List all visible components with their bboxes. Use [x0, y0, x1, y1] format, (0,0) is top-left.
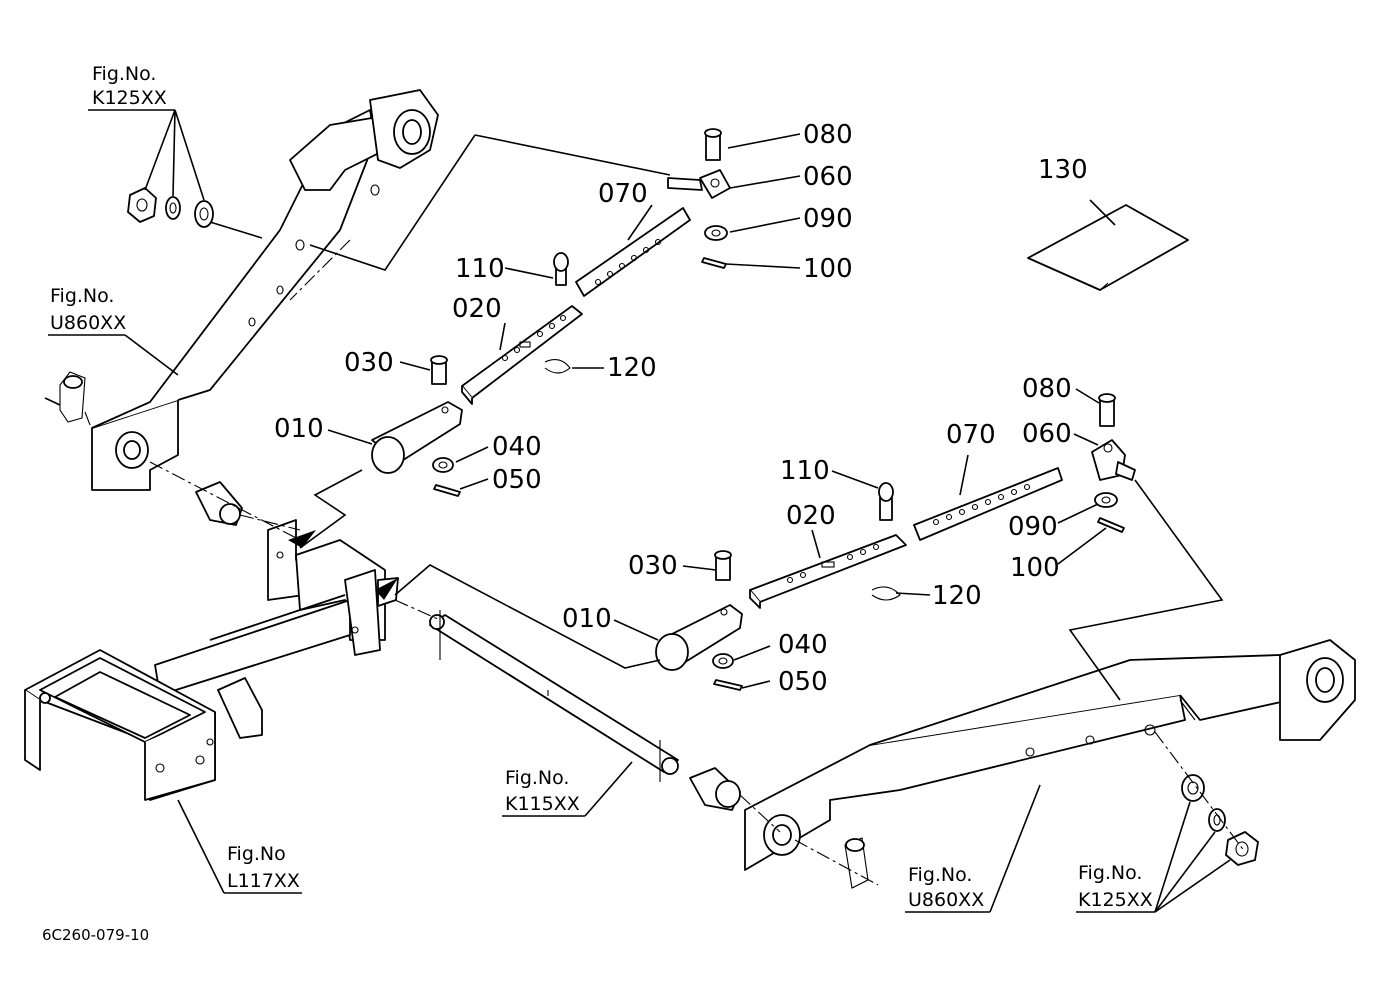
label-060-left: 060	[803, 162, 853, 192]
fig-ref-u860-right-line2: U860XX	[908, 889, 984, 911]
fig-ref-l117-line1: Fig.No	[227, 843, 286, 865]
label-120-right: 120	[932, 581, 982, 611]
fig-ref-l117-line2: L117XX	[227, 870, 300, 892]
label-040-left: 040	[492, 432, 542, 462]
label-060-right: 060	[1022, 419, 1072, 449]
right-fastener-set	[1181, 774, 1259, 866]
figure-references: Fig.No. K125XX Fig.No. U860XX Fig.No. K1…	[50, 63, 1153, 911]
label-090-right: 090	[1008, 512, 1058, 542]
label-100-right: 100	[1010, 553, 1060, 583]
label-090-left: 090	[803, 204, 853, 234]
left-bushing	[195, 481, 243, 526]
label-080-left: 080	[803, 120, 853, 150]
right-lower-link-arm	[744, 639, 1356, 889]
right-stabilizer	[655, 393, 1136, 691]
label-020-right: 020	[786, 501, 836, 531]
label-040-right: 040	[778, 630, 828, 660]
fig-ref-u860-right-line1: Fig.No.	[908, 864, 972, 886]
fig-ref-k115-line2: K115XX	[505, 793, 580, 815]
fig-ref-k125-bottom-line1: Fig.No.	[1078, 862, 1142, 884]
left-stabilizer	[371, 128, 731, 497]
label-130: 130	[1038, 155, 1088, 185]
label-010-left: 010	[274, 414, 324, 444]
label-070-right: 070	[946, 420, 996, 450]
label-050-right: 050	[778, 667, 828, 697]
decal-sheet-130	[1027, 204, 1189, 291]
label-030-right: 030	[628, 551, 678, 581]
label-080-right: 080	[1022, 374, 1072, 404]
left-fastener-set	[127, 187, 214, 228]
label-120-left: 120	[607, 353, 657, 383]
label-070-left: 070	[598, 179, 648, 209]
label-030-left: 030	[344, 348, 394, 378]
label-010-right: 010	[562, 604, 612, 634]
cross-shaft	[429, 610, 741, 811]
drawing-code: 6C260-079-10	[42, 926, 149, 944]
fig-ref-k125-top-line2: K125XX	[92, 87, 167, 109]
center-frame	[24, 519, 399, 801]
fig-ref-k115-line1: Fig.No.	[505, 767, 569, 789]
label-050-left: 050	[492, 465, 542, 495]
fig-ref-k125-bottom-line2: K125XX	[1078, 889, 1153, 911]
leader-lines	[48, 109, 1246, 913]
left-lower-link-arm	[44, 89, 439, 491]
label-020-left: 020	[452, 294, 502, 324]
part-number-labels: 080 060 070 090 100 110 020 120 030 010 …	[274, 120, 1088, 697]
label-110-right: 110	[780, 456, 830, 486]
label-110-left: 110	[455, 254, 505, 284]
fig-ref-u860-left-line2: U860XX	[50, 312, 126, 334]
fig-ref-k125-top-line1: Fig.No.	[92, 63, 156, 85]
label-100-left: 100	[803, 254, 853, 284]
fig-ref-u860-left-line1: Fig.No.	[50, 285, 114, 307]
